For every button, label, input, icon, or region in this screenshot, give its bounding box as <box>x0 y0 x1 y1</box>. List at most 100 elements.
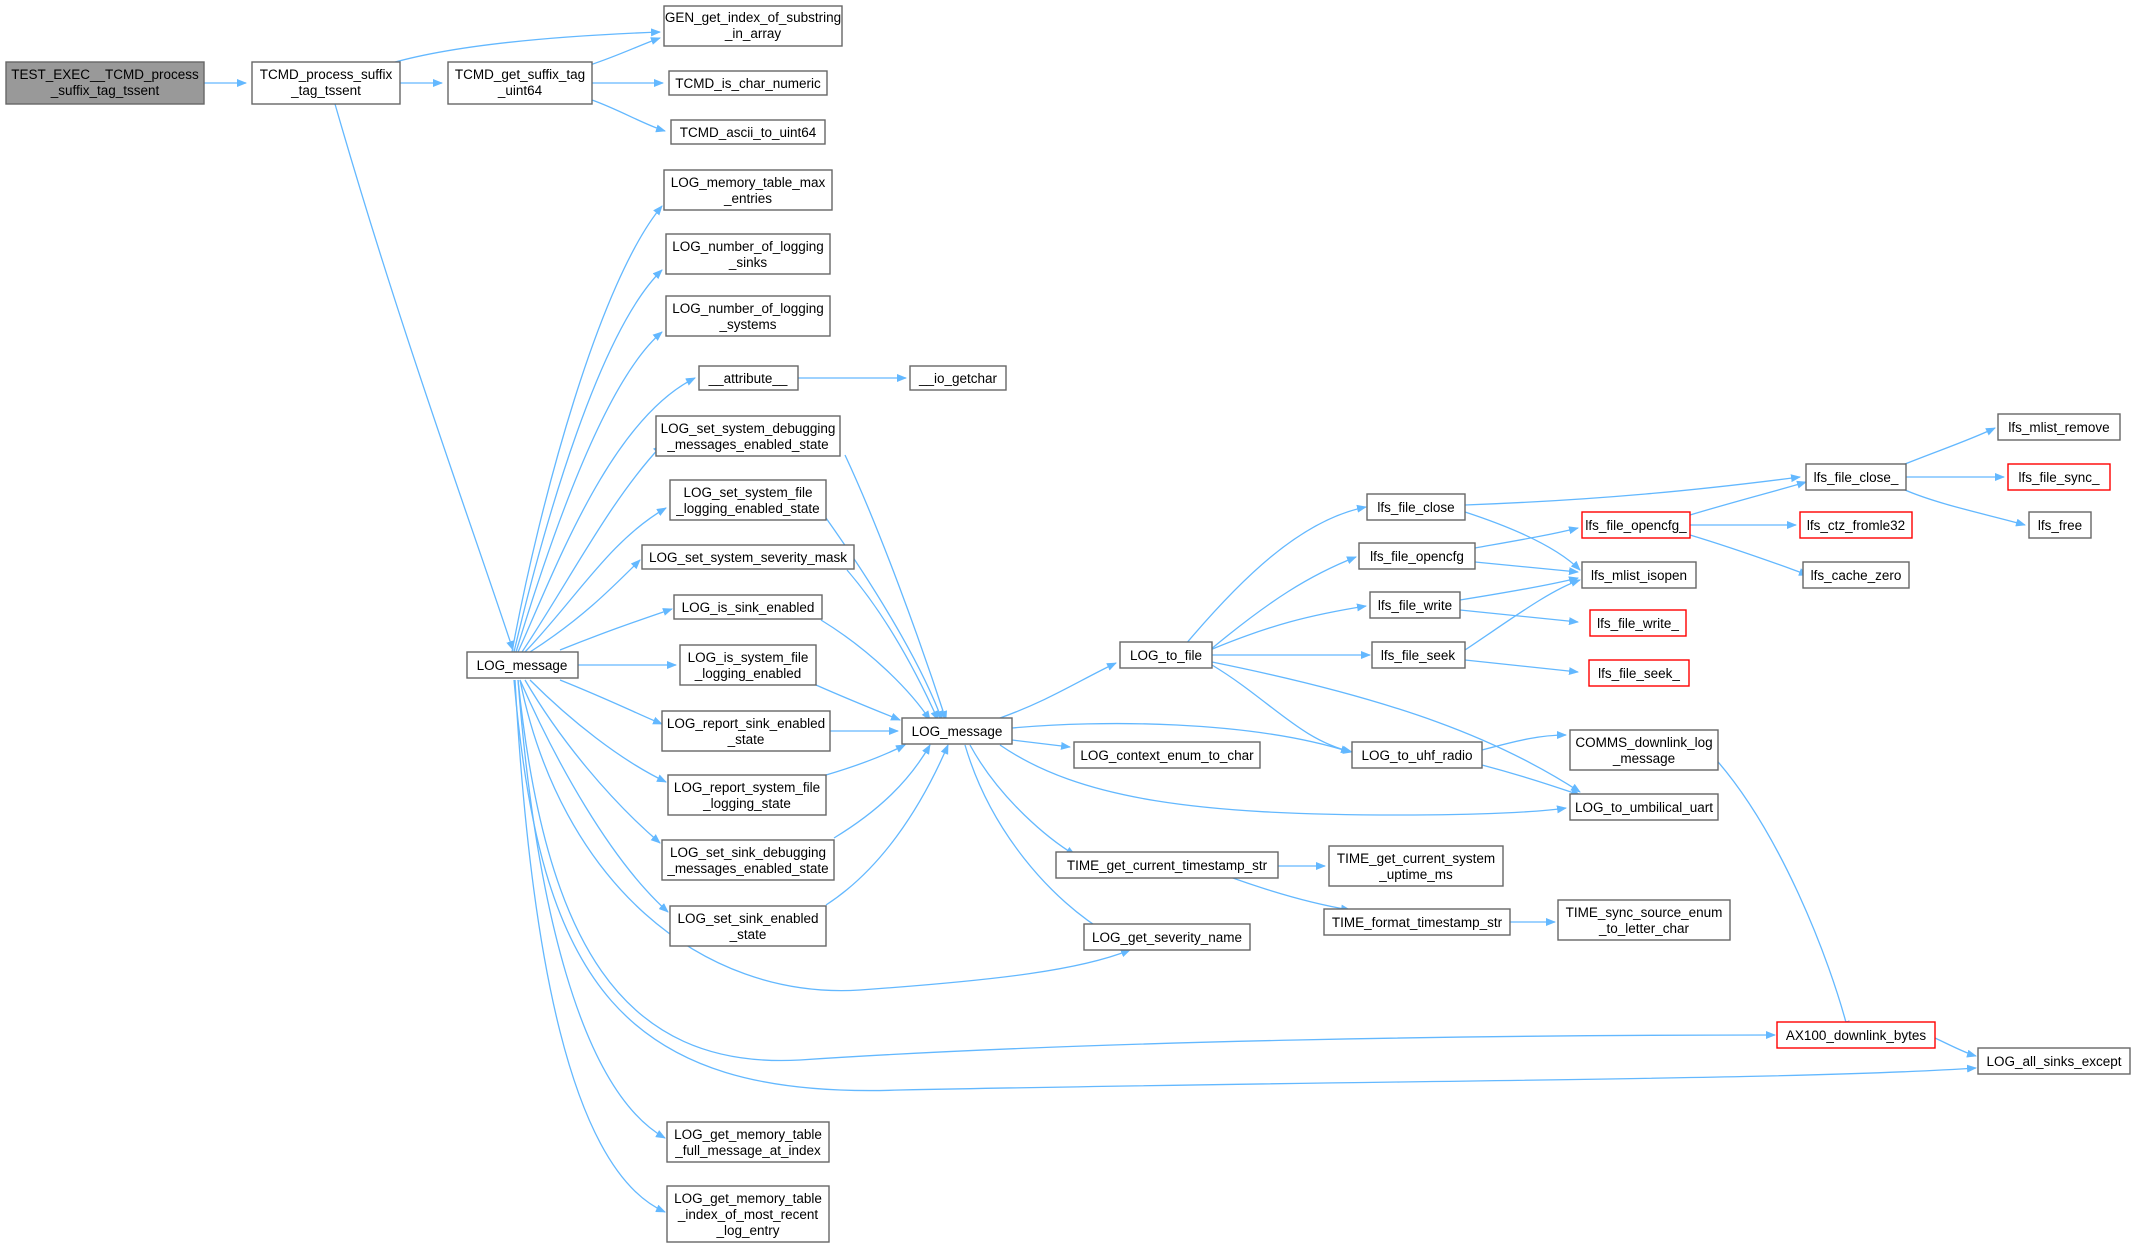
edge-n32-n40 <box>1481 764 1581 796</box>
node-log-is-system-file[interactable]: LOG_is_system_file _logging_enabled <box>679 644 817 686</box>
node-log-set-system-debugging[interactable]: LOG_set_system_debugging _messages_enabl… <box>655 415 841 457</box>
node-label-line: LOG_to_file <box>1130 648 1202 663</box>
edge-n30-n37 <box>1459 609 1579 626</box>
edge-n19-n23 <box>833 744 931 839</box>
edge-n48-n49 <box>1934 1037 1977 1058</box>
node-label-line: _sinks <box>728 255 768 270</box>
node-label-line: TIME_get_current_system <box>1337 851 1495 866</box>
node-log-to-uhf-radio[interactable]: LOG_to_uhf_radio <box>1351 741 1483 769</box>
node-log-number-systems[interactable]: LOG_number_of_logging _systems <box>665 295 831 337</box>
node-label-line: TCMD_is_char_numeric <box>675 76 821 91</box>
edge-n18-n23 <box>825 744 906 776</box>
node-time-get-current-timestamp[interactable]: TIME_get_current_timestamp_str <box>1055 851 1279 879</box>
node-lfs-mlist-isopen[interactable]: lfs_mlist_isopen <box>1581 561 1697 589</box>
node-lfs-file-seek-underscore[interactable]: lfs_file_seek_ <box>1588 659 1690 687</box>
node-label-line: _systems <box>718 317 776 332</box>
edge-n42-n47 <box>1904 489 2026 527</box>
edge-n6-n8 <box>513 269 663 653</box>
edge-n6-n12 <box>521 444 663 653</box>
node-tcmd-ascii-to-uint64[interactable]: TCMD_ascii_to_uint64 <box>670 119 826 145</box>
node-io-getchar[interactable]: __io_getchar <box>909 365 1007 391</box>
edge-n32-n39 <box>1481 731 1567 751</box>
node-lfs-file-opencfg[interactable]: lfs_file_opencfg <box>1358 542 1476 570</box>
edge-n35-n44 <box>1689 534 1809 576</box>
edge-n23-n25 <box>1011 739 1071 750</box>
node-label-line: LOG_set_system_file <box>683 485 812 500</box>
node-log-all-sinks-except[interactable]: LOG_all_sinks_except <box>1977 1047 2131 1075</box>
node-log-report-system-file[interactable]: LOG_report_system_file _logging_state <box>667 774 827 816</box>
node-lfs-file-opencfg-underscore[interactable]: lfs_file_opencfg_ <box>1581 511 1691 539</box>
node-label-line: LOG_report_system_file <box>674 780 820 795</box>
edge-n28-n36 <box>1464 511 1581 571</box>
edge-n6-n22 <box>514 679 666 1213</box>
node-label-line: lfs_file_write_ <box>1597 616 1679 631</box>
edge-n6-n9 <box>515 331 663 653</box>
node-log-message-left[interactable]: LOG_message <box>466 651 579 679</box>
node-label-line: _uptime_ms <box>1378 867 1453 882</box>
node-lfs-file-sync-underscore[interactable]: lfs_file_sync_ <box>2007 463 2111 491</box>
node-log-set-sink-enabled[interactable]: LOG_set_sink_enabled _state <box>669 905 827 947</box>
node-log-context-enum-to-char[interactable]: LOG_context_enum_to_char <box>1073 741 1261 769</box>
node-lfs-file-write[interactable]: lfs_file_write <box>1369 591 1461 619</box>
node-log-to-file[interactable]: LOG_to_file <box>1119 641 1213 669</box>
node-log-report-sink-enabled[interactable]: LOG_report_sink_enabled _state <box>661 710 831 752</box>
node-label-line: _messages_enabled_state <box>666 861 828 876</box>
node-log-set-sink-debugging[interactable]: LOG_set_sink_debugging _messages_enabled… <box>661 839 835 881</box>
node-log-set-system-severity-mask[interactable]: LOG_set_system_severity_mask <box>641 544 855 570</box>
node-ax100-downlink-bytes[interactable]: AX100_downlink_bytes <box>1776 1021 1936 1049</box>
node-label-line: LOG_set_sink_enabled <box>677 911 818 926</box>
node-label-line: TIME_sync_source_enum <box>1566 905 1723 920</box>
node-log-number-sinks[interactable]: LOG_number_of_logging _sinks <box>665 233 831 275</box>
node-log-get-memory-table-full[interactable]: LOG_get_memory_table _full_message_at_in… <box>666 1121 830 1163</box>
node-log-memory-table-max[interactable]: LOG_memory_table_max _entries <box>663 169 833 211</box>
edge-n24-n32 <box>1211 664 1353 754</box>
node-label-line: TCMD_ascii_to_uint64 <box>680 125 817 140</box>
node-label-line: lfs_mlist_remove <box>2008 420 2109 435</box>
node-label-line: LOG_number_of_logging <box>672 301 824 316</box>
node-log-get-severity-name[interactable]: LOG_get_severity_name <box>1083 923 1251 951</box>
node-lfs-file-close-underscore[interactable]: lfs_file_close_ <box>1805 463 1907 491</box>
node-attribute[interactable]: __attribute__ <box>698 365 799 391</box>
node-lfs-free[interactable]: lfs_free <box>2028 511 2092 539</box>
node-lfs-cache-zero[interactable]: lfs_cache_zero <box>1802 561 1910 589</box>
node-label-line: _message <box>1612 751 1675 766</box>
node-label-line: lfs_file_close_ <box>1814 470 1899 485</box>
node-label-line: LOG_set_system_debugging <box>661 421 836 436</box>
edge-n29-n36 <box>1474 561 1579 576</box>
edge-n2-n5 <box>591 99 666 133</box>
node-label-line: LOG_report_sink_enabled <box>667 716 825 731</box>
node-lfs-mlist-remove[interactable]: lfs_mlist_remove <box>1997 413 2121 441</box>
node-comms-downlink-log[interactable]: COMMS_downlink_log _message <box>1569 729 1719 771</box>
node-lfs-file-write-underscore[interactable]: lfs_file_write_ <box>1589 609 1687 637</box>
node-log-get-memory-table-index[interactable]: LOG_get_memory_table _index_of_most_rece… <box>666 1185 830 1243</box>
node-label-line: _state <box>729 927 767 942</box>
edge-n6-n10 <box>517 377 696 653</box>
node-label-line: _full_message_at_index <box>674 1143 821 1158</box>
node-log-is-sink-enabled[interactable]: LOG_is_sink_enabled <box>673 594 823 620</box>
node-tcmd-get-suffix-tag[interactable]: TCMD_get_suffix_tag _uint64 <box>447 61 593 105</box>
node-label-line: lfs_file_seek_ <box>1598 666 1680 681</box>
node-tcmd-is-char-numeric[interactable]: TCMD_is_char_numeric <box>668 70 828 96</box>
node-lfs-file-seek[interactable]: lfs_file_seek <box>1371 641 1466 669</box>
node-log-message-center[interactable]: LOG_message <box>901 717 1013 745</box>
node-time-get-current-system-uptime[interactable]: TIME_get_current_system _uptime_ms <box>1328 845 1504 887</box>
edge-n24-n40 <box>1211 661 1581 793</box>
node-log-set-system-file[interactable]: LOG_set_system_file _logging_enabled_sta… <box>669 479 827 521</box>
node-test-exec[interactable]: TEST_EXEC__TCMD_process _suffix_tag_tsse… <box>5 61 205 105</box>
node-lfs-file-close[interactable]: lfs_file_close <box>1366 493 1466 521</box>
node-log-to-umbilical-uart[interactable]: LOG_to_umbilical_uart <box>1569 793 1719 821</box>
edge-n6-n18 <box>529 679 667 783</box>
edge-n23-n40 <box>999 744 1567 816</box>
edge-n30-n36 <box>1459 576 1579 601</box>
node-time-sync-source-enum[interactable]: TIME_sync_source_enum _to_letter_char <box>1557 899 1731 941</box>
node-label-line: AX100_downlink_bytes <box>1786 1028 1927 1043</box>
node-label-line: lfs_file_close <box>1377 500 1454 515</box>
node-gen-get-index[interactable]: GEN_get_index_of_substring _in_array <box>663 5 843 47</box>
node-lfs-ctz-fromle32[interactable]: lfs_ctz_fromle32 <box>1799 511 1913 539</box>
node-tcmd-process-suffix[interactable]: TCMD_process_suffix _tag_tssent <box>251 61 401 105</box>
edge-n6-n19 <box>524 679 661 844</box>
edge-n26-n34 <box>1229 876 1351 913</box>
node-time-format-timestamp[interactable]: TIME_format_timestamp_str <box>1323 908 1511 936</box>
node-label-line: LOG_is_system_file <box>688 650 809 665</box>
edge-n6-n21 <box>517 679 666 1139</box>
